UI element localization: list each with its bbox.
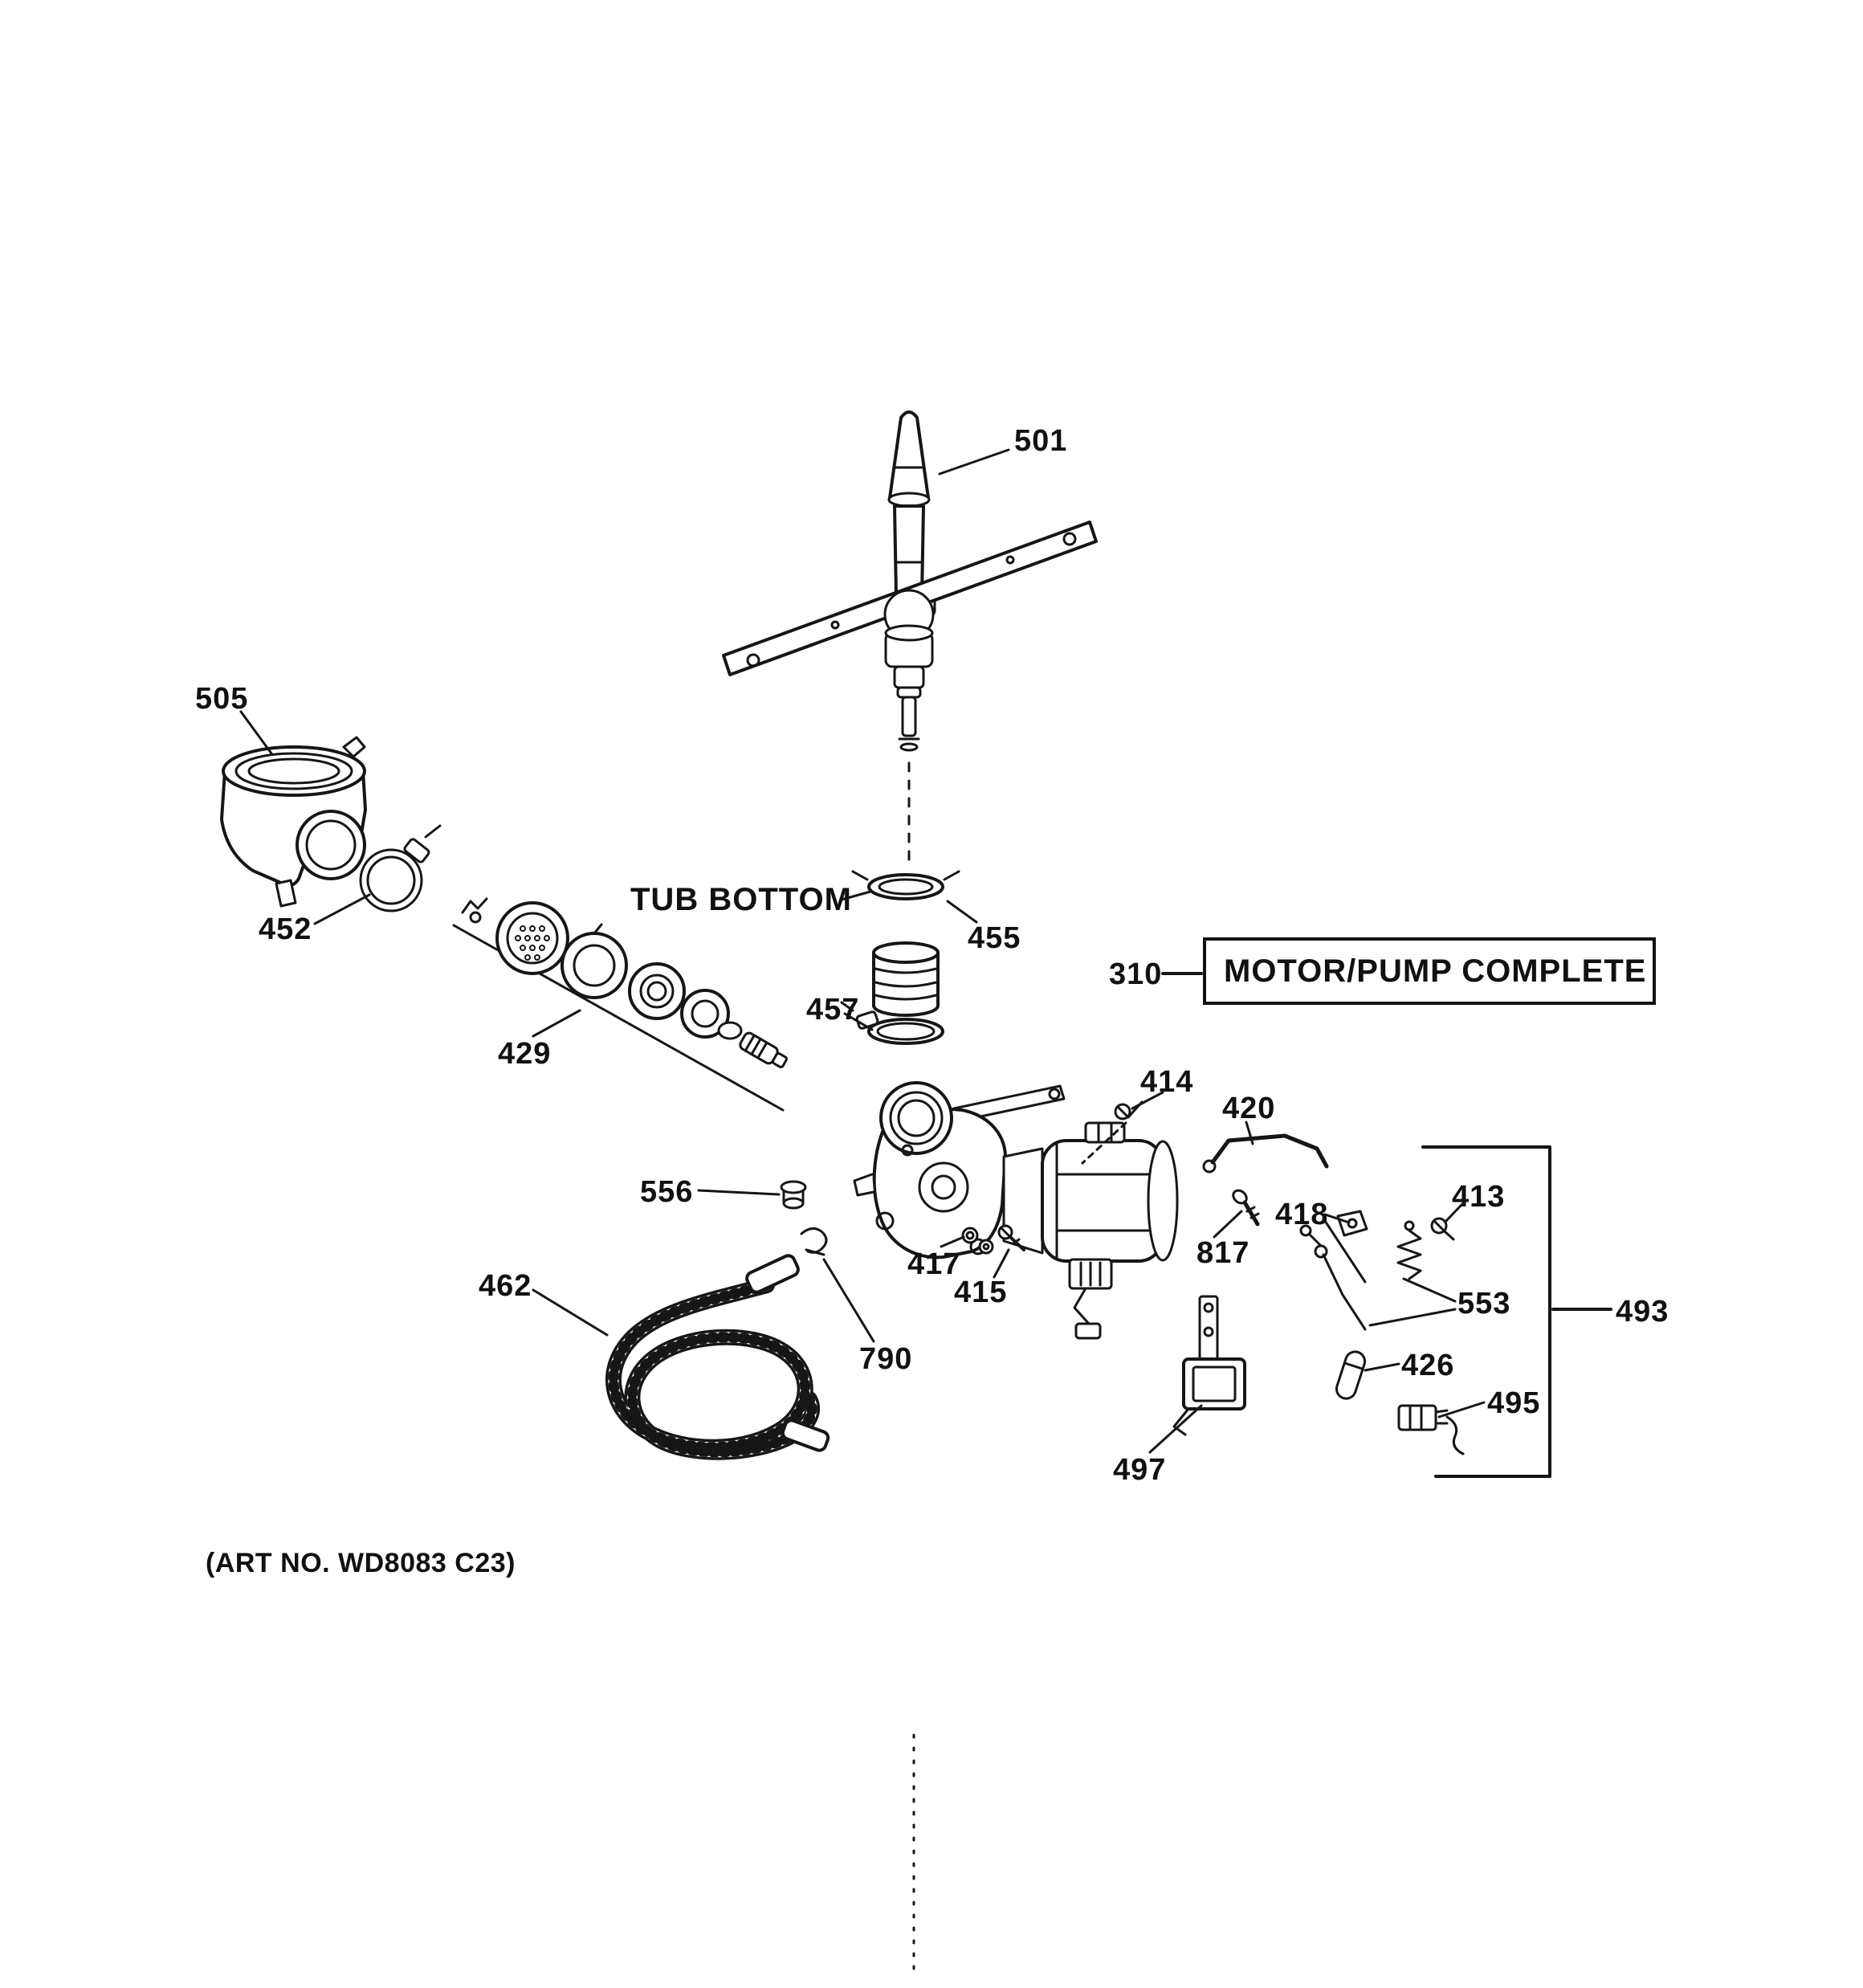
part-label-310: 310 (1109, 957, 1163, 991)
part-label-495: 495 (1487, 1386, 1541, 1420)
part-label-420: 420 (1222, 1092, 1276, 1125)
part-label-452: 452 (259, 912, 312, 946)
part-429-seal-kit (452, 897, 788, 1112)
part-455-gasket-sleeve (851, 870, 960, 1017)
leader-lines (239, 448, 1612, 1454)
tub-bottom-label: TUB BOTTOM (630, 882, 852, 917)
part-462-drain-hose (605, 1254, 830, 1460)
part-452-clamp (359, 824, 442, 912)
part-497-solenoid (1172, 1295, 1246, 1436)
part-label-462: 462 (479, 1269, 532, 1303)
part-label-414: 414 (1140, 1065, 1194, 1099)
part-418-bracket (1336, 1210, 1368, 1237)
part-417-washers (961, 1227, 994, 1255)
art-number-label: (ART NO. WD8083 C23) (206, 1548, 516, 1578)
part-505-inlet-housing (220, 736, 367, 908)
part-label-426: 426 (1401, 1349, 1455, 1382)
part-label-817: 817 (1196, 1236, 1250, 1270)
part-501-spray-arm (722, 410, 1098, 752)
part-415-screw (997, 1224, 1025, 1251)
part-426-thermostat (1335, 1350, 1367, 1400)
part-817-screw (1232, 1189, 1260, 1227)
part-label-457: 457 (806, 993, 860, 1027)
part-label-553: 553 (1457, 1287, 1511, 1321)
part-label-418: 418 (1275, 1198, 1329, 1231)
pump-motor-assembly (853, 1081, 1179, 1340)
part-label-493: 493 (1616, 1295, 1669, 1329)
part-553-spring-kit (1299, 1220, 1422, 1331)
part-495-connector (1397, 1404, 1465, 1455)
bracket-493 (1421, 1145, 1551, 1478)
part-label-497: 497 (1113, 1453, 1167, 1487)
part-label-429: 429 (498, 1037, 552, 1071)
part-label-501: 501 (1014, 424, 1068, 458)
part-label-413: 413 (1452, 1180, 1506, 1214)
part-label-455: 455 (968, 921, 1021, 955)
motor-pump-complete-box: MOTOR/PUMP COMPLETE (1203, 937, 1656, 1005)
part-label-790: 790 (859, 1342, 913, 1376)
motor-pump-complete-title: MOTOR/PUMP COMPLETE (1224, 953, 1647, 989)
part-413-screw (1430, 1217, 1455, 1241)
part-457-clamp (840, 1001, 944, 1045)
part-label-505: 505 (195, 682, 249, 716)
part-790-clip (800, 1227, 828, 1256)
part-556-grommet (780, 1180, 807, 1210)
part-label-417: 417 (907, 1247, 961, 1281)
part-label-415: 415 (954, 1276, 1008, 1309)
part-420-wire (1202, 1133, 1329, 1174)
part-label-556: 556 (640, 1175, 694, 1209)
